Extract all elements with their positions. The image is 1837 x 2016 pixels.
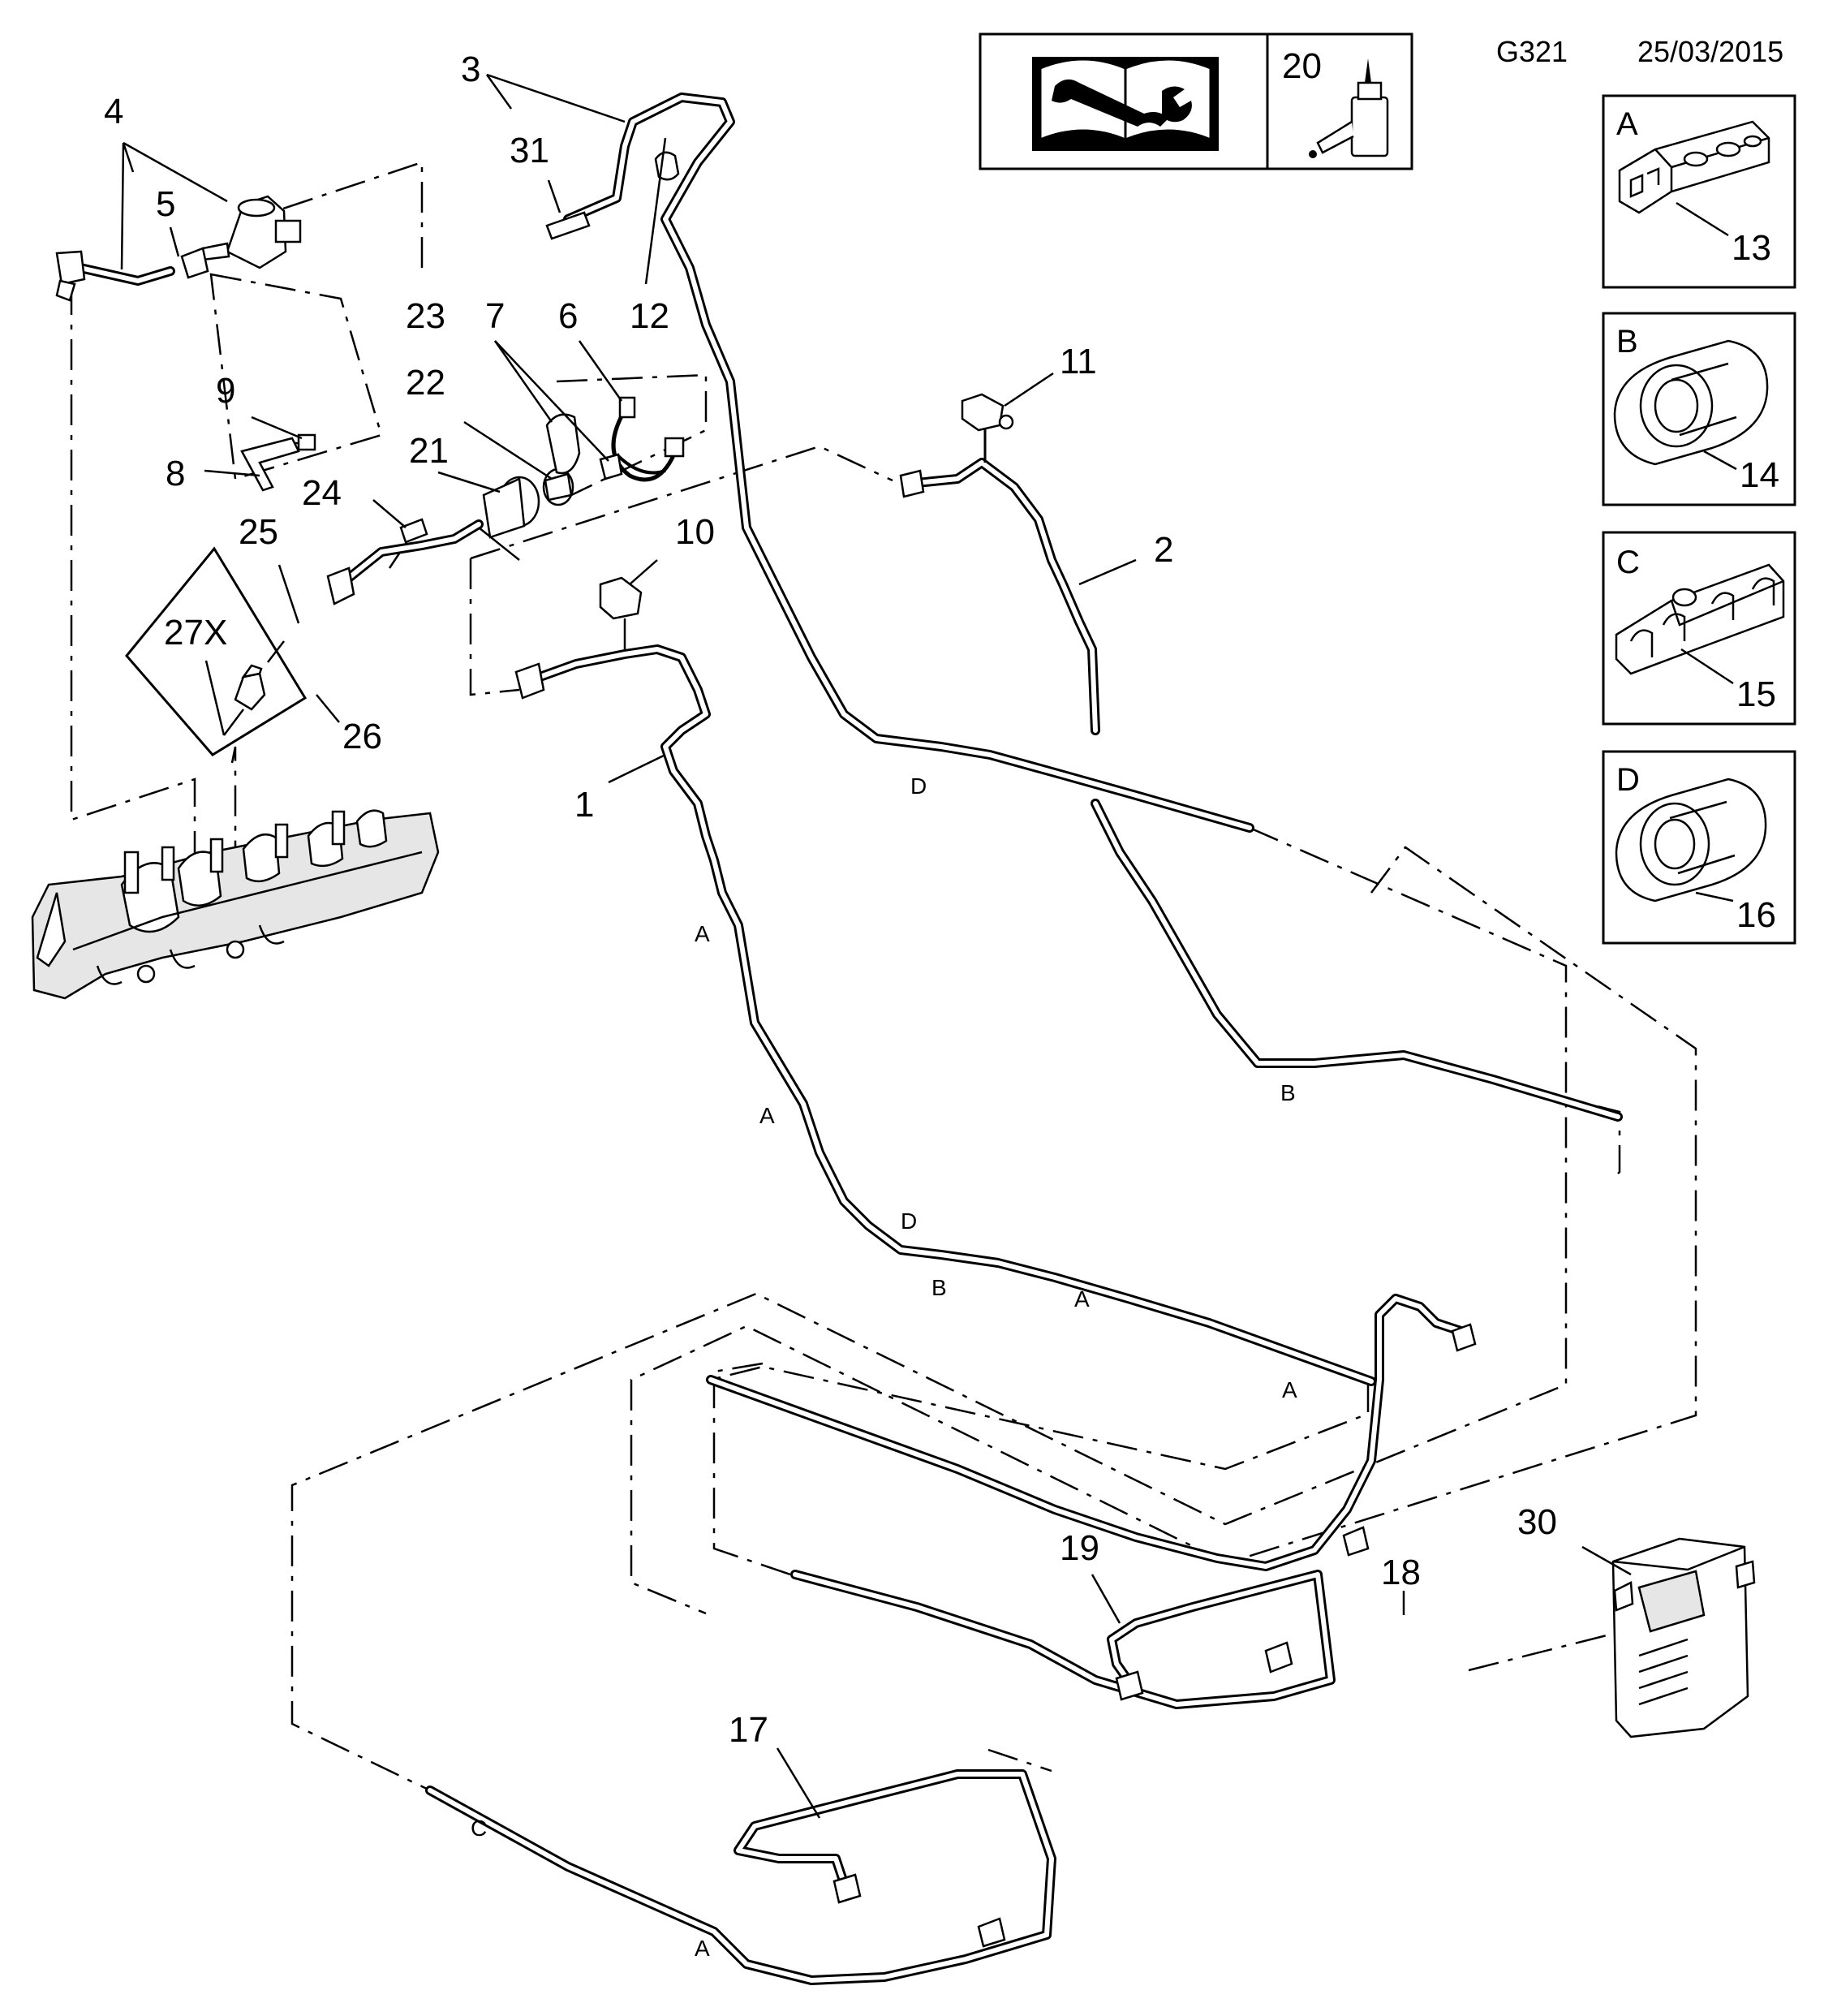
callout-12: 12 — [630, 296, 669, 336]
legend-part-14: 14 — [1740, 455, 1779, 495]
callout-4: 4 — [104, 92, 123, 131]
legend-letter-b: B — [1616, 324, 1638, 360]
fuel-pipe-1 — [514, 644, 1376, 1386]
fuel-pipe-18 — [706, 1294, 1477, 1571]
bracket-8 — [240, 437, 300, 492]
header-reference-box: 20 — [979, 32, 1413, 170]
pressure-regulator-4 — [201, 195, 302, 269]
callout-22: 22 — [406, 363, 445, 403]
callout-3: 3 — [461, 50, 480, 89]
phantom-lines — [70, 161, 1697, 1792]
callout-8: 8 — [166, 454, 185, 493]
callout-27x: 27X — [164, 613, 227, 653]
pipe-letter: A — [1074, 1286, 1090, 1312]
pipe-letter: D — [901, 1208, 917, 1234]
fuel-rail-assembly — [31, 809, 440, 1000]
clip-legend: A 13 B 14 — [1602, 94, 1796, 945]
sleeve-23 — [545, 413, 581, 475]
callout-24: 24 — [302, 473, 342, 513]
callout-25: 25 — [239, 512, 278, 552]
callout-11: 11 — [1060, 342, 1097, 381]
fuel-pipe-2 — [899, 422, 1623, 1122]
injector-line-26 — [326, 519, 520, 605]
callout-26: 26 — [342, 717, 382, 756]
injector-box-26 — [125, 546, 308, 756]
callout-30: 30 — [1517, 1502, 1557, 1542]
callout-31: 31 — [510, 131, 549, 170]
pipe-letter: B — [1280, 1080, 1296, 1105]
oil-bottle-icon — [1309, 58, 1389, 158]
clip-12 — [654, 151, 680, 181]
bracket-10 — [599, 576, 643, 649]
injector-27x — [223, 640, 285, 736]
legend-letter-a: A — [1616, 106, 1638, 142]
callout-10: 10 — [675, 512, 715, 552]
legend-box-a: A 13 — [1602, 94, 1796, 289]
pipe-letter: A — [695, 921, 710, 946]
callout-labels: 1 2 3 4 5 6 7 8 9 10 11 12 17 18 19 21 2… — [104, 50, 1557, 1750]
legend-box-c: C 15 — [1602, 531, 1796, 726]
legend-part-16: 16 — [1736, 895, 1776, 935]
callout-21: 21 — [409, 431, 449, 471]
quick-connector-5 — [180, 247, 209, 279]
leader-lines — [120, 73, 1632, 1819]
legend-part-15: 15 — [1736, 674, 1776, 714]
supply-hose-4 — [55, 250, 175, 302]
pipe-letter: D — [910, 773, 927, 799]
callout-23: 23 — [406, 296, 445, 336]
single-clip-icon — [1613, 339, 1769, 466]
fuel-pipe-3 — [545, 93, 1254, 833]
callout-5: 5 — [156, 184, 175, 224]
legend-part-13: 13 — [1732, 228, 1771, 268]
single-clip-icon — [1615, 778, 1767, 902]
pipe-letter: A — [759, 1103, 775, 1128]
charcoal-canister-30 — [1611, 1537, 1756, 1738]
callout-18: 18 — [1381, 1553, 1421, 1592]
multi-clip-icon — [1618, 120, 1770, 214]
legend-letter-d: D — [1616, 762, 1640, 798]
lubricant-ref-label: 20 — [1282, 46, 1322, 86]
service-manual-icon — [1032, 57, 1219, 151]
fuel-pipe-19 — [790, 1570, 1336, 1709]
fuel-filter-21-22 — [482, 467, 574, 539]
bracket-11 — [961, 393, 1014, 432]
fuel-pipe-17 — [425, 1769, 1056, 1985]
callout-2: 2 — [1154, 530, 1173, 570]
callout-9: 9 — [216, 371, 235, 411]
pipe-letter: C — [471, 1816, 487, 1841]
pipe-letter: A — [695, 1936, 710, 1961]
diagram-date: 25/03/2015 — [1637, 35, 1783, 68]
sensor-harness-6-7 — [599, 396, 685, 482]
pipe-letter: B — [931, 1275, 947, 1300]
triple-clip-icon — [1615, 563, 1785, 675]
callout-1: 1 — [574, 785, 594, 825]
callout-6: 6 — [558, 296, 578, 336]
callout-17: 17 — [729, 1710, 768, 1750]
pipe-letter: A — [1282, 1377, 1297, 1402]
legend-box-d: D 16 — [1602, 750, 1796, 945]
callout-19: 19 — [1060, 1528, 1099, 1568]
legend-letter-c: C — [1616, 545, 1640, 580]
diagram-code: G321 — [1496, 35, 1568, 68]
callout-7: 7 — [485, 296, 505, 336]
pipe-clip-letters: A A D B A A D B C A — [471, 773, 1297, 1961]
legend-box-b: B 14 — [1602, 312, 1796, 506]
